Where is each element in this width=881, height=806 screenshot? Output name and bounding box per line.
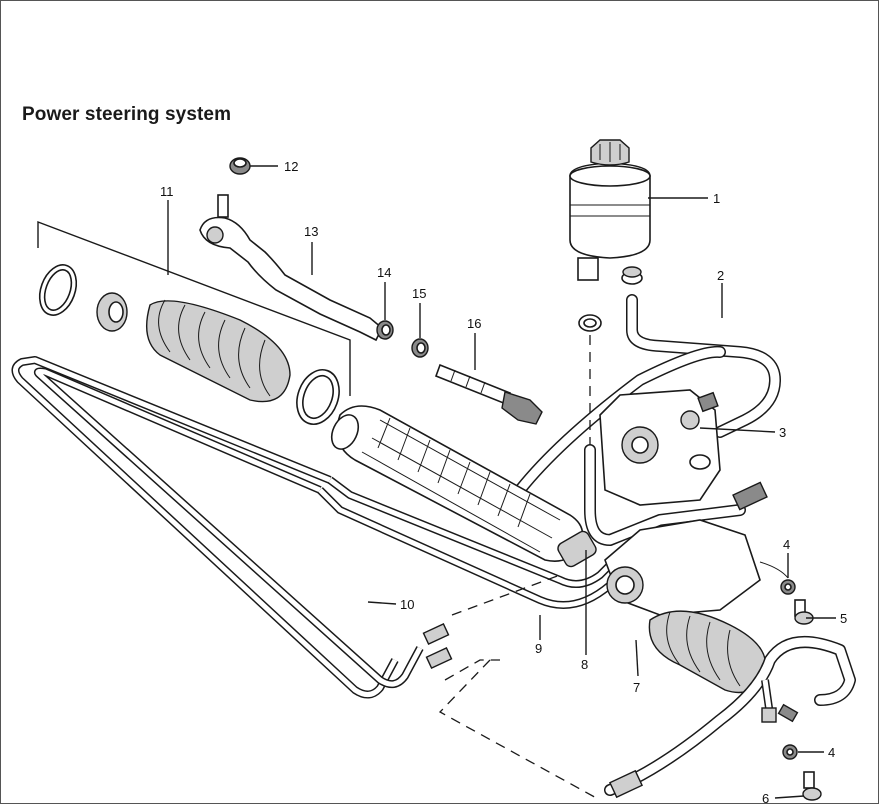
steering-rack-boot-kit xyxy=(37,220,351,425)
leader-lines xyxy=(167,165,836,799)
callout-4-lower: 4 xyxy=(828,745,835,760)
callout-12: 12 xyxy=(284,159,298,174)
callout-8: 8 xyxy=(581,657,588,672)
banjo-bolts-washers xyxy=(759,561,822,801)
callout-labels: 1 2 3 4 4 5 6 7 8 9 10 11 12 13 14 15 16 xyxy=(160,159,847,806)
callout-10: 10 xyxy=(400,597,414,612)
assembly-guides xyxy=(438,574,601,801)
steering-gear-boot xyxy=(604,481,768,694)
callout-5: 5 xyxy=(840,611,847,626)
callout-3: 3 xyxy=(779,425,786,440)
pressure-hose xyxy=(514,314,746,546)
callout-16: 16 xyxy=(467,316,481,331)
tie-rod-end xyxy=(199,157,383,342)
callout-1: 1 xyxy=(713,191,720,206)
return-hose xyxy=(621,266,781,438)
callout-9: 9 xyxy=(535,641,542,656)
callout-14: 14 xyxy=(377,265,391,280)
fluid-reservoir xyxy=(569,139,651,281)
callout-11: 11 xyxy=(160,184,174,199)
inner-tie-rod-hardware xyxy=(376,320,543,425)
callout-4-upper: 4 xyxy=(783,537,790,552)
steering-pump xyxy=(599,389,721,506)
callout-6: 6 xyxy=(762,791,769,806)
callout-7: 7 xyxy=(633,680,640,695)
steel-return-line xyxy=(11,356,453,699)
callout-2: 2 xyxy=(717,268,724,283)
callout-15: 15 xyxy=(412,286,426,301)
callout-13: 13 xyxy=(304,224,318,239)
lower-pressure-line xyxy=(604,636,856,799)
diagram-title: Power steering system xyxy=(22,104,232,125)
